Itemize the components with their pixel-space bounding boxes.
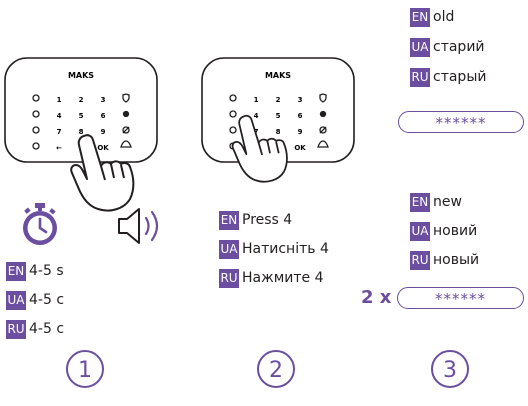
keypad-key: ← bbox=[56, 144, 62, 152]
keypad-key: 7 bbox=[57, 128, 62, 136]
keypad-brand: MAKS bbox=[265, 71, 291, 80]
keypad-key: 8 bbox=[276, 128, 281, 136]
step3-old-ru-text: старый bbox=[433, 69, 487, 85]
keypad-key: 1 bbox=[254, 96, 259, 104]
step-number-3: 3 bbox=[431, 350, 469, 388]
keypad-key: OK bbox=[97, 144, 109, 152]
step3-old-en-text: old bbox=[433, 9, 455, 25]
lang-tag-ru: RU bbox=[410, 68, 430, 87]
keypad-key: 9 bbox=[298, 128, 303, 136]
keypad-key: 5 bbox=[276, 112, 281, 120]
lang-tag-ru: RU bbox=[219, 269, 239, 288]
step3-new-ru-text: новый bbox=[433, 252, 480, 268]
keypad-side-icons bbox=[229, 93, 329, 150]
step2-ru-text: Нажмите 4 bbox=[242, 270, 324, 286]
step-number-2: 2 bbox=[257, 350, 295, 388]
keypad-key: 5 bbox=[79, 112, 84, 120]
keypad-key: 1 bbox=[57, 96, 62, 104]
keypad-key: 8 bbox=[79, 128, 84, 136]
step2-en-text: Press 4 bbox=[242, 212, 293, 228]
step3-new-ua-text: новий bbox=[433, 223, 478, 239]
lang-tag-ru: RU bbox=[410, 251, 430, 270]
hand-icon bbox=[231, 114, 288, 183]
step1-ru-text: 4-5 с bbox=[29, 321, 65, 337]
keypad-key: 2 bbox=[276, 96, 281, 104]
step1-en-text: 4-5 s bbox=[29, 263, 64, 279]
old-password-field: ****** bbox=[398, 111, 524, 133]
keypad-key: 3 bbox=[298, 96, 303, 104]
lang-tag-ua: UA bbox=[410, 38, 430, 57]
keypad-side-icons bbox=[32, 93, 132, 150]
keypad-key: 2 bbox=[79, 96, 84, 104]
new-password-field: ****** bbox=[397, 287, 524, 309]
keypad-key: 4 bbox=[254, 112, 259, 120]
step3-old-ua-text: старий bbox=[433, 39, 485, 55]
lang-tag-ua: UA bbox=[6, 291, 26, 310]
lang-tag-en: EN bbox=[410, 8, 430, 27]
stopwatch-icon bbox=[23, 203, 57, 245]
lang-tag-ua: UA bbox=[410, 222, 430, 241]
keypad-key: 6 bbox=[298, 112, 303, 120]
keypad-key: 3 bbox=[101, 96, 106, 104]
speaker-icon bbox=[118, 208, 159, 244]
lang-tag-en: EN bbox=[219, 211, 239, 230]
repeat-count-label: 2 x bbox=[361, 287, 392, 308]
hand-icon bbox=[70, 134, 135, 212]
step3-new-en-text: new bbox=[433, 194, 462, 210]
keypad-key: 9 bbox=[101, 128, 106, 136]
step2-ua-text: Натисніть 4 bbox=[242, 241, 329, 257]
keypad-brand: MAKS bbox=[68, 71, 94, 80]
lang-tag-ru: RU bbox=[6, 320, 26, 339]
keypad-key: 4 bbox=[57, 112, 62, 120]
step-number-1: 1 bbox=[66, 350, 104, 388]
lang-tag-en: EN bbox=[6, 262, 26, 281]
step1-ua-text: 4-5 с bbox=[29, 292, 65, 308]
lang-tag-ua: UA bbox=[219, 240, 239, 259]
lang-tag-en: EN bbox=[410, 193, 430, 212]
keypad-key: 6 bbox=[101, 112, 106, 120]
keypad-key: OK bbox=[294, 144, 306, 152]
